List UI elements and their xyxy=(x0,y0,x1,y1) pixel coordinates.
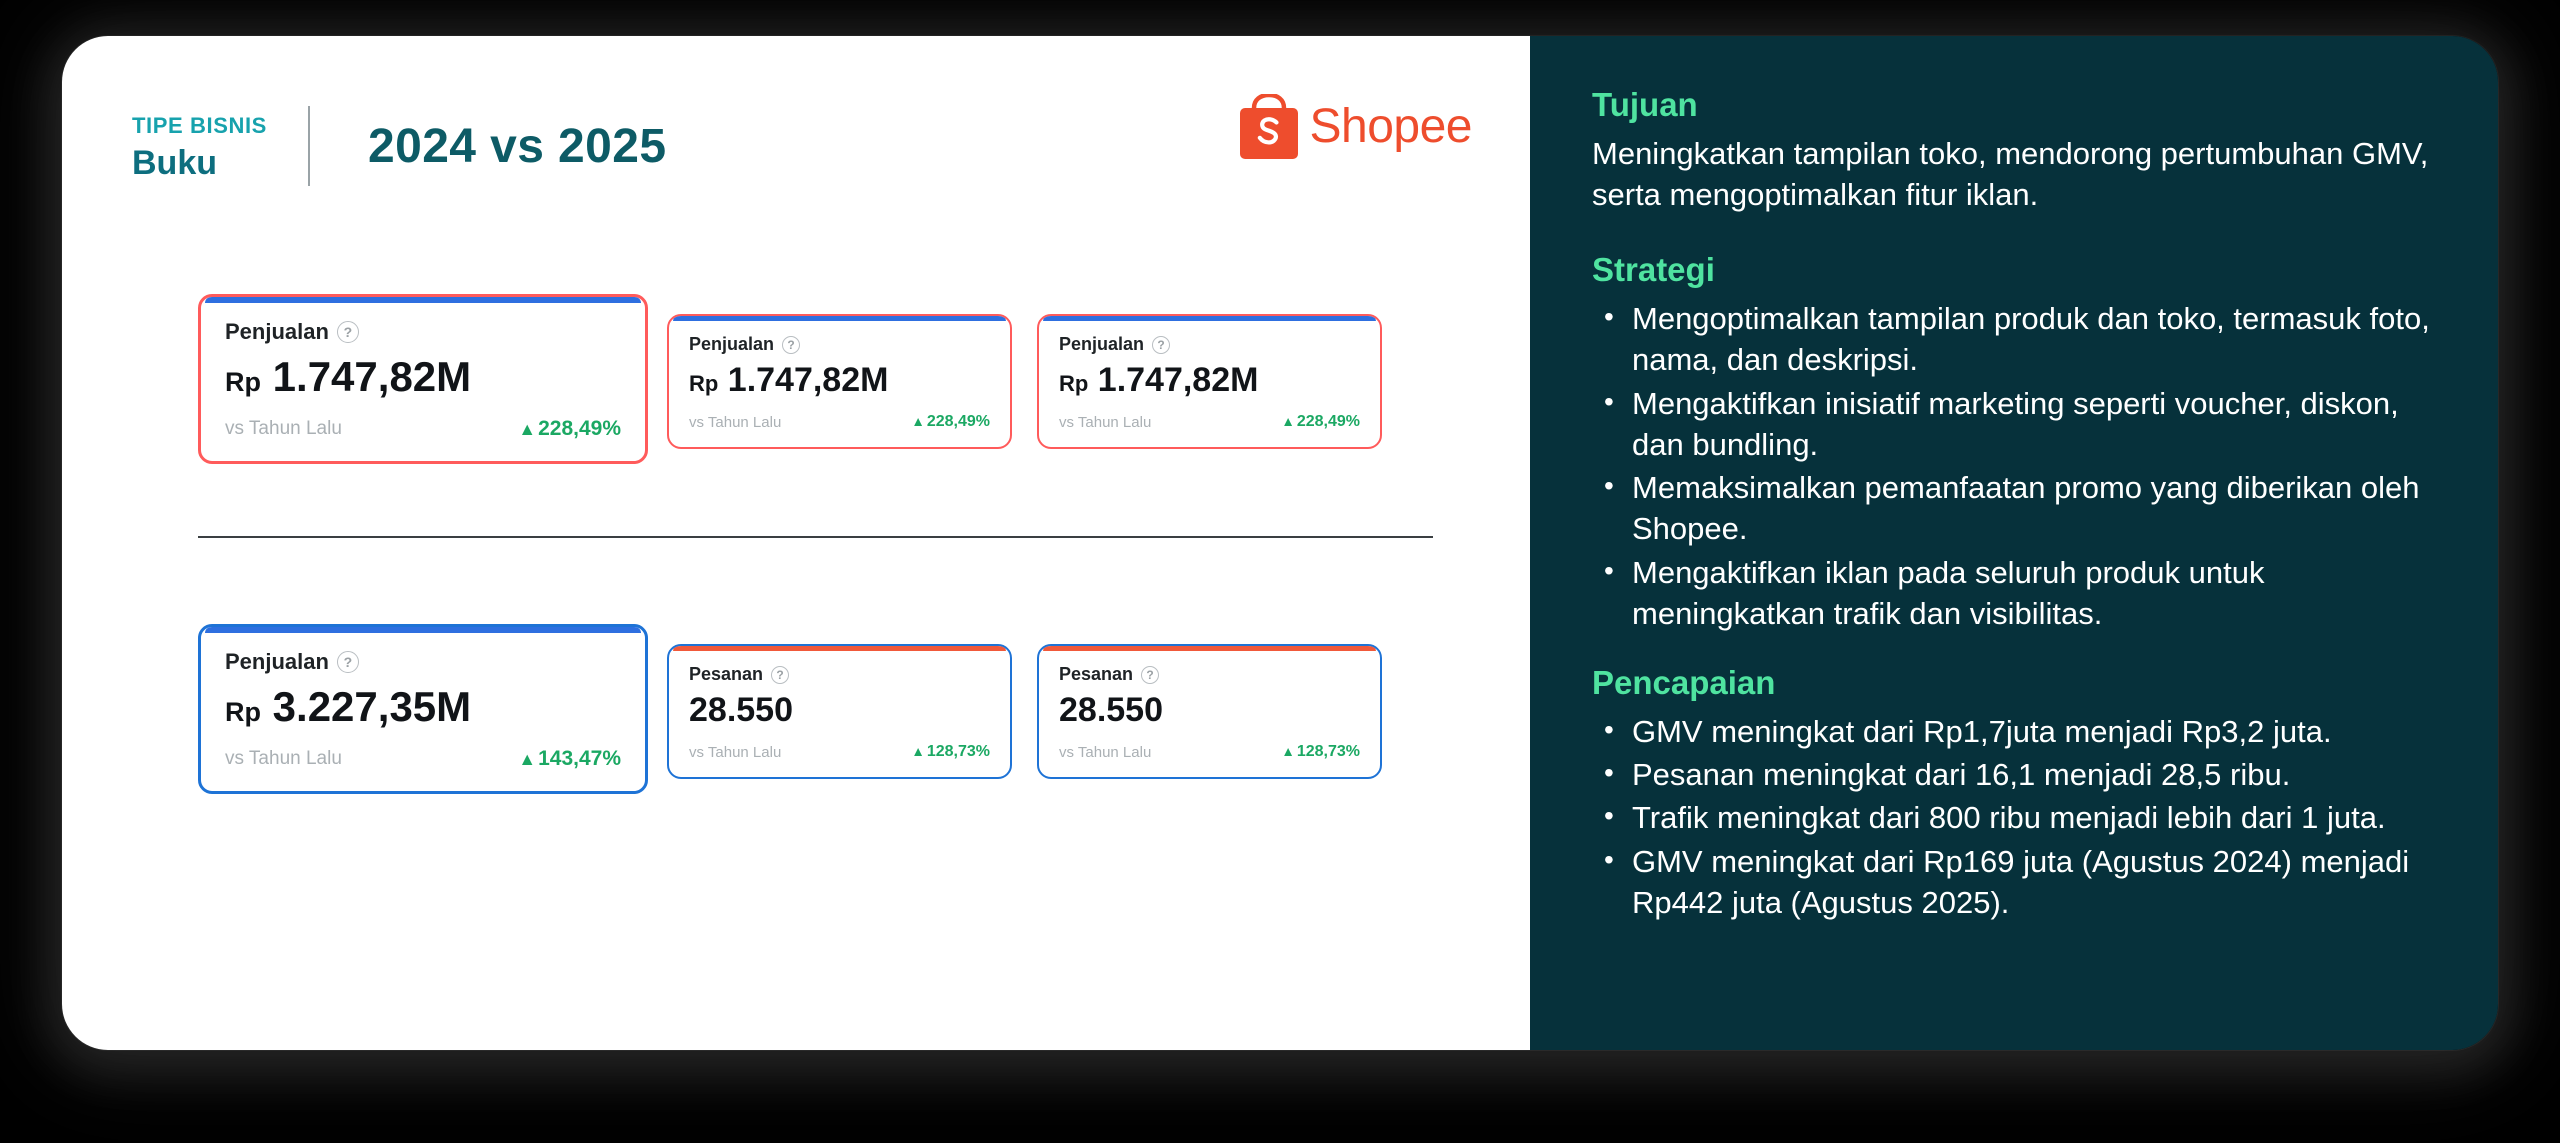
metric-card[interactable]: Pesanan ? 28.550 vs Tahun Lalu ▲128,73% xyxy=(1037,644,1382,779)
section-heading-pencapaian: Pencapaian xyxy=(1592,663,1776,701)
up-triangle-icon: ▲ xyxy=(518,749,537,769)
card-compare-label: vs Tahun Lalu xyxy=(225,748,342,769)
card-currency: Rp xyxy=(225,367,261,397)
card-delta: ▲128,73% xyxy=(1281,743,1360,761)
header-divider xyxy=(308,106,310,186)
spacer xyxy=(1592,215,2432,249)
page-title: 2024 vs 2025 xyxy=(368,119,667,173)
metric-card[interactable]: Pesanan ? 28.550 vs Tahun Lalu ▲128,73% xyxy=(667,644,1012,779)
section-heading-strategi: Strategi xyxy=(1592,251,1715,289)
card-amount: 28.550 xyxy=(1059,691,1163,729)
section-pencapaian: Pencapaian GMV meningkat dari Rp1,7juta … xyxy=(1592,662,2432,923)
business-type-value: Buku xyxy=(132,143,217,182)
spacer xyxy=(1592,636,2432,662)
row-divider xyxy=(198,536,1433,538)
card-compare-label: vs Tahun Lalu xyxy=(1059,743,1152,761)
card-delta-value: 228,49% xyxy=(1296,413,1360,430)
card-value: Rp 1.747,82M xyxy=(225,353,621,401)
up-triangle-icon: ▲ xyxy=(911,414,925,429)
section-tujuan: Tujuan Meningkatkan tampilan toko, mendo… xyxy=(1592,84,2432,215)
card-accent-rule xyxy=(673,646,1006,651)
list-item: Mengaktifkan inisiatif marketing seperti… xyxy=(1592,382,2432,465)
card-delta-value: 228,49% xyxy=(926,413,990,430)
business-type-block: TIPE BISNIS Buku xyxy=(132,108,302,184)
card-amount: 1.747,82M xyxy=(727,361,889,399)
card-delta: ▲128,73% xyxy=(911,743,990,761)
card-value: 28.550 xyxy=(1059,691,1360,730)
up-triangle-icon: ▲ xyxy=(1281,744,1295,759)
shopee-logo: Shopee xyxy=(1238,94,1473,160)
shopee-bag-icon xyxy=(1239,94,1298,159)
card-title: Penjualan xyxy=(1059,334,1145,354)
card-accent-rule xyxy=(205,297,641,303)
card-compare-label: vs Tahun Lalu xyxy=(689,743,782,761)
list-item: Trafik meningkat dari 800 ribu menjadi l… xyxy=(1592,796,2432,838)
shopee-wordmark: Shopee xyxy=(1309,100,1473,153)
card-delta-value: 228,49% xyxy=(538,417,621,440)
right-summary-panel: Tujuan Meningkatkan tampilan toko, mendo… xyxy=(1530,36,2498,1050)
card-title: Pesanan xyxy=(689,664,764,684)
card-amount: 3.227,35M xyxy=(272,683,472,730)
card-compare-label: vs Tahun Lalu xyxy=(225,418,342,439)
metric-card[interactable]: Penjualan ? Rp 1.747,82M vs Tahun Lalu ▲… xyxy=(1037,314,1382,449)
metric-card[interactable]: Penjualan ? Rp 3.227,35M vs Tahun Lalu ▲… xyxy=(198,624,648,794)
left-metrics-panel: TIPE BISNIS Buku 2024 vs 2025 Shopee xyxy=(62,36,1530,1050)
question-circle-icon[interactable]: ? xyxy=(771,665,790,684)
card-accent-rule xyxy=(1043,316,1376,321)
card-currency: Rp xyxy=(689,371,719,396)
card-delta: ▲228,49% xyxy=(518,417,621,441)
list-item: GMV meningkat dari Rp1,7juta menjadi Rp3… xyxy=(1592,710,2432,752)
card-delta: ▲228,49% xyxy=(1281,413,1360,431)
question-circle-icon[interactable]: ? xyxy=(1152,335,1171,354)
card-compare-label: vs Tahun Lalu xyxy=(689,413,782,431)
card-compare-label: vs Tahun Lalu xyxy=(1059,413,1152,431)
card-title: Penjualan xyxy=(225,649,329,674)
question-circle-icon[interactable]: ? xyxy=(336,651,359,673)
up-triangle-icon: ▲ xyxy=(911,744,925,759)
card-delta: ▲143,47% xyxy=(518,747,621,771)
card-amount: 28.550 xyxy=(689,691,793,729)
card-delta-value: 128,73% xyxy=(1296,743,1360,760)
section-body-tujuan: Meningkatkan tampilan toko, mendorong pe… xyxy=(1592,135,2429,213)
card-title: Penjualan xyxy=(225,319,329,344)
card-currency: Rp xyxy=(1059,371,1089,396)
question-circle-icon[interactable]: ? xyxy=(782,335,801,354)
card-accent-rule xyxy=(673,316,1006,321)
list-item: Mengoptimalkan tampilan produk dan toko,… xyxy=(1592,297,2432,380)
card-delta-value: 128,73% xyxy=(926,743,990,760)
card-amount: 1.747,82M xyxy=(272,353,472,400)
list-item: Mengaktifkan iklan pada seluruh produk u… xyxy=(1592,551,2432,634)
business-type-label: TIPE BISNIS xyxy=(132,113,267,138)
list-item: Memaksimalkan pemanfaatan promo yang dib… xyxy=(1592,466,2432,549)
question-circle-icon[interactable]: ? xyxy=(1141,665,1160,684)
card-title: Penjualan xyxy=(689,334,775,354)
card-value: 28.550 xyxy=(689,691,990,730)
card-title: Pesanan xyxy=(1059,664,1134,684)
card-accent-rule xyxy=(1043,646,1376,651)
slide-header: TIPE BISNIS Buku 2024 vs 2025 xyxy=(132,91,1490,201)
card-amount: 1.747,82M xyxy=(1097,361,1259,399)
card-value: Rp 1.747,82M xyxy=(1059,361,1360,400)
metric-card[interactable]: Penjualan ? Rp 1.747,82M vs Tahun Lalu ▲… xyxy=(198,294,648,464)
card-value: Rp 3.227,35M xyxy=(225,683,621,731)
section-strategi: Strategi Mengoptimalkan tampilan produk … xyxy=(1592,249,2432,634)
list-item: GMV meningkat dari Rp169 juta (Agustus 2… xyxy=(1592,840,2432,923)
up-triangle-icon: ▲ xyxy=(1281,414,1295,429)
card-delta: ▲228,49% xyxy=(911,413,990,431)
up-triangle-icon: ▲ xyxy=(518,419,537,439)
slide-canvas: TIPE BISNIS Buku 2024 vs 2025 Shopee xyxy=(62,36,2498,1050)
metric-card[interactable]: Penjualan ? Rp 1.747,82M vs Tahun Lalu ▲… xyxy=(667,314,1012,449)
card-accent-rule xyxy=(205,627,641,633)
pencapaian-list: GMV meningkat dari Rp1,7juta menjadi Rp3… xyxy=(1592,710,2432,923)
section-heading-tujuan: Tujuan xyxy=(1592,86,1698,123)
card-currency: Rp xyxy=(225,697,261,727)
strategi-list: Mengoptimalkan tampilan produk dan toko,… xyxy=(1592,297,2432,634)
list-item: Pesanan meningkat dari 16,1 menjadi 28,5… xyxy=(1592,753,2432,795)
card-value: Rp 1.747,82M xyxy=(689,361,990,400)
question-circle-icon[interactable]: ? xyxy=(336,321,359,343)
card-delta-value: 143,47% xyxy=(538,747,621,770)
